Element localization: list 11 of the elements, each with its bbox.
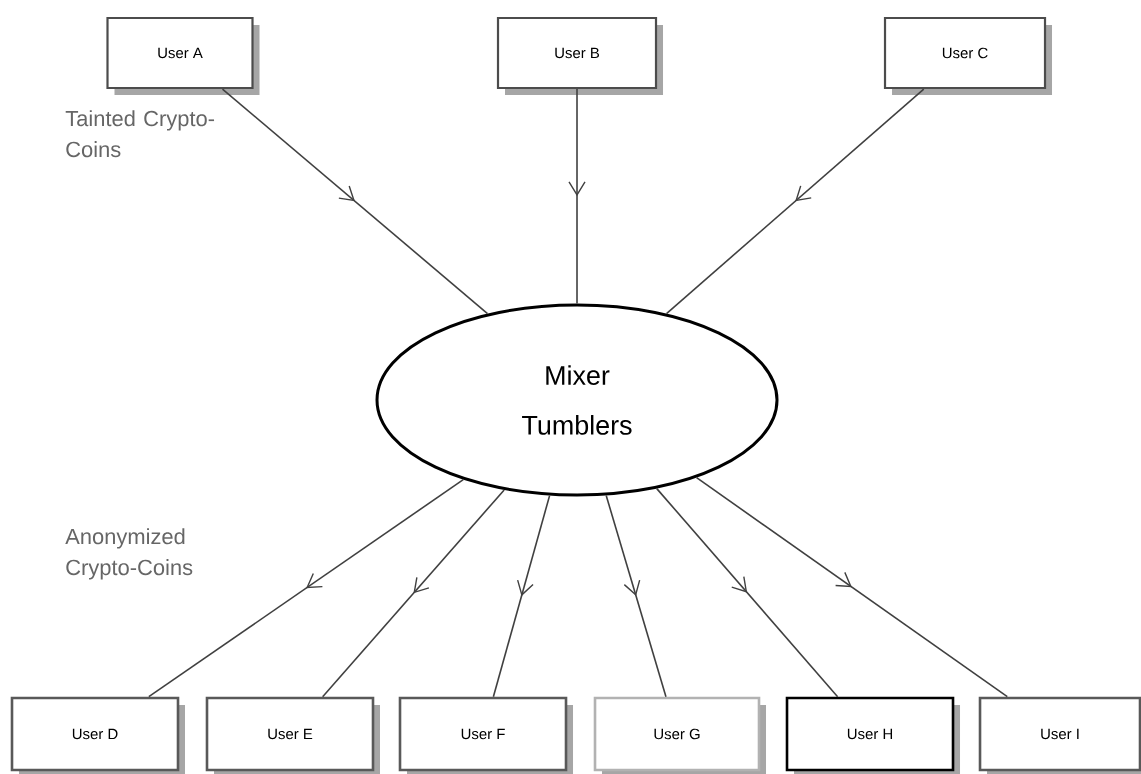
user-box: User C (883, 16, 1052, 95)
flow-label: Tainted Crypto-Coins (65, 110, 215, 158)
user-box: User E (205, 696, 380, 774)
user-box: User G (593, 696, 766, 774)
user-box: User A (106, 16, 260, 95)
user-box: User D (10, 696, 185, 774)
flow-label: Anonymized Crypto-Coins (65, 528, 193, 580)
user-box: User H (785, 696, 960, 774)
user-box: User B (496, 16, 663, 95)
user-box: User F (398, 696, 573, 774)
user-box: User I (978, 696, 1141, 774)
